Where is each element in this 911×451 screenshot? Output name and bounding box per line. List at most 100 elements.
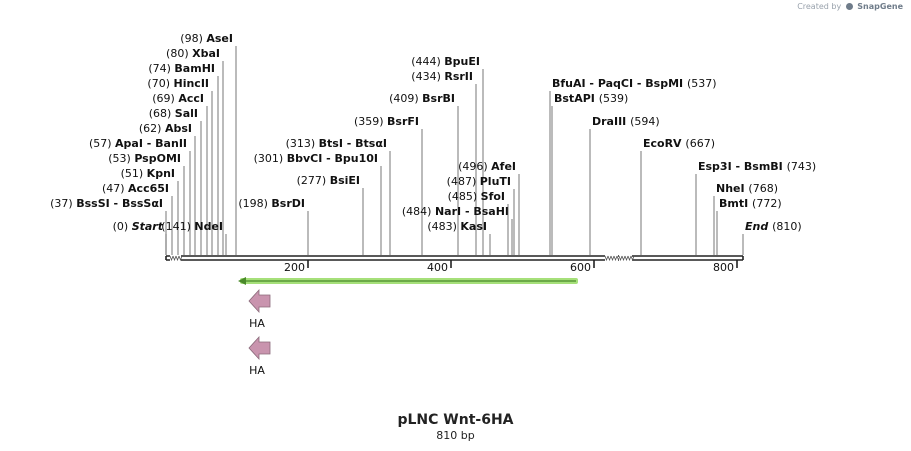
- site-position: (141): [161, 220, 194, 233]
- restriction-site-label: BstAPI (539): [554, 92, 628, 105]
- site-position: (768): [748, 182, 778, 195]
- restriction-site-label: (444) BpuEI: [411, 55, 480, 68]
- site-name: ApaI - BanII: [115, 137, 187, 150]
- site-position: (487): [447, 175, 480, 188]
- site-position: (484): [402, 205, 435, 218]
- site-name: KpnI: [147, 167, 175, 180]
- site-position: (47): [102, 182, 128, 195]
- credit-text: Created by: [797, 2, 842, 11]
- site-position: (37): [50, 197, 76, 210]
- site-position: (57): [89, 137, 115, 150]
- restriction-site-label: (70) HincII: [147, 77, 209, 90]
- site-name: BamHI: [174, 62, 215, 75]
- site-position: (444): [411, 55, 444, 68]
- restriction-site-label: (141) NdeI: [161, 220, 223, 233]
- site-position: (80): [166, 47, 192, 60]
- site-position: (496): [458, 160, 491, 173]
- site-name: BsrBI: [422, 92, 455, 105]
- site-name: BstAPI: [554, 92, 599, 105]
- site-name: NdeI: [194, 220, 223, 233]
- site-position: (810): [772, 220, 802, 233]
- site-name: BpuEI: [444, 55, 480, 68]
- site-position: (537): [687, 77, 717, 90]
- site-position: (667): [685, 137, 715, 150]
- restriction-site-label: (434) RsrII: [411, 70, 473, 83]
- site-name: PspOMI: [134, 152, 181, 165]
- snapgene-logo-icon: [845, 3, 853, 10]
- restriction-site-label: (485) SfoI: [448, 190, 505, 203]
- restriction-site-label: (496) AfeI: [458, 160, 516, 173]
- site-name: Esp3I - BsmBI: [698, 160, 787, 173]
- site-name: AseI: [206, 32, 233, 45]
- ruler-tick-label: 200: [284, 261, 305, 274]
- site-position: (539): [599, 92, 629, 105]
- site-name: XbaI: [192, 47, 220, 60]
- restriction-site-label: (37) BssSI - BssSαI: [50, 197, 163, 210]
- restriction-site-label: (47) Acc65I: [102, 182, 169, 195]
- restriction-site-label: EcoRV (667): [643, 137, 715, 150]
- restriction-site-label: (51) KpnI: [121, 167, 175, 180]
- site-name: RsrII: [444, 70, 473, 83]
- site-position: (51): [121, 167, 147, 180]
- site-position: (69): [152, 92, 178, 105]
- ha-feature-arrow: [248, 335, 271, 361]
- restriction-site-label: (301) BbvCI - Bpu10I: [254, 152, 378, 165]
- site-name: BmtI: [719, 197, 752, 210]
- site-name: BsrFI: [387, 115, 419, 128]
- orf-arrowhead: [238, 277, 246, 285]
- restriction-site-label: (98) AseI: [180, 32, 233, 45]
- site-position: (198): [238, 197, 271, 210]
- site-name: BssSI - BssSαI: [76, 197, 163, 210]
- site-position: (301): [254, 152, 287, 165]
- site-position: (70): [147, 77, 173, 90]
- restriction-site-label: (487) PluTI: [447, 175, 511, 188]
- site-name: KasI: [460, 220, 487, 233]
- restriction-site-label: BfuAI - PaqCI - BspMI (537): [552, 77, 717, 90]
- restriction-site-label: (313) BtsI - BtsαI: [286, 137, 387, 150]
- restriction-site-label: (68) SalI: [149, 107, 198, 120]
- site-position: (53): [108, 152, 134, 165]
- site-name: BtsI - BtsαI: [319, 137, 387, 150]
- site-name: BfuAI - PaqCI - BspMI: [552, 77, 687, 90]
- restriction-site-label: (359) BsrFI: [354, 115, 419, 128]
- restriction-site-label: (484) NarI - BsaHI: [402, 205, 509, 218]
- site-name: AfeI: [491, 160, 516, 173]
- site-name: DraIII: [592, 115, 630, 128]
- site-position: (772): [752, 197, 782, 210]
- site-position: (434): [411, 70, 444, 83]
- site-name: BbvCI - Bpu10I: [287, 152, 378, 165]
- site-name: NarI - BsaHI: [435, 205, 509, 218]
- restriction-site-label: (409) BsrBI: [389, 92, 455, 105]
- site-position: (0): [113, 220, 132, 233]
- ruler-tick-label: 400: [427, 261, 448, 274]
- site-name: End: [745, 220, 772, 233]
- site-position: (483): [427, 220, 460, 233]
- ha-feature-arrow: [248, 288, 271, 314]
- restriction-site-label: (198) BsrDI: [238, 197, 305, 210]
- restriction-site-label: (62) AbsI: [139, 122, 192, 135]
- site-name: Acc65I: [128, 182, 169, 195]
- site-name: SalI: [175, 107, 198, 120]
- ha-feature-label: HA: [249, 317, 265, 330]
- site-name: HincII: [173, 77, 209, 90]
- restriction-site-label: (74) BamHI: [148, 62, 215, 75]
- site-position: (359): [354, 115, 387, 128]
- site-position: (409): [389, 92, 422, 105]
- site-name: AbsI: [165, 122, 192, 135]
- ha-feature-label: HA: [249, 364, 265, 377]
- restriction-site-label: (277) BsiEI: [297, 174, 360, 187]
- restriction-site-label: NheI (768): [716, 182, 778, 195]
- site-position: (743): [787, 160, 817, 173]
- backbone-break-zigzag: [169, 255, 183, 262]
- site-name: AccI: [178, 92, 204, 105]
- restriction-site-label: (0) Start: [113, 220, 164, 233]
- backbone-break-zigzag: [604, 255, 621, 262]
- restriction-site-label: (69) AccI: [152, 92, 204, 105]
- credit-brand: SnapGene: [857, 2, 903, 11]
- site-name: EcoRV: [643, 137, 685, 150]
- site-name: PluTI: [480, 175, 511, 188]
- credit: Created by SnapGene: [797, 2, 903, 11]
- restriction-site-label: (483) KasI: [427, 220, 487, 233]
- site-position: (277): [297, 174, 330, 187]
